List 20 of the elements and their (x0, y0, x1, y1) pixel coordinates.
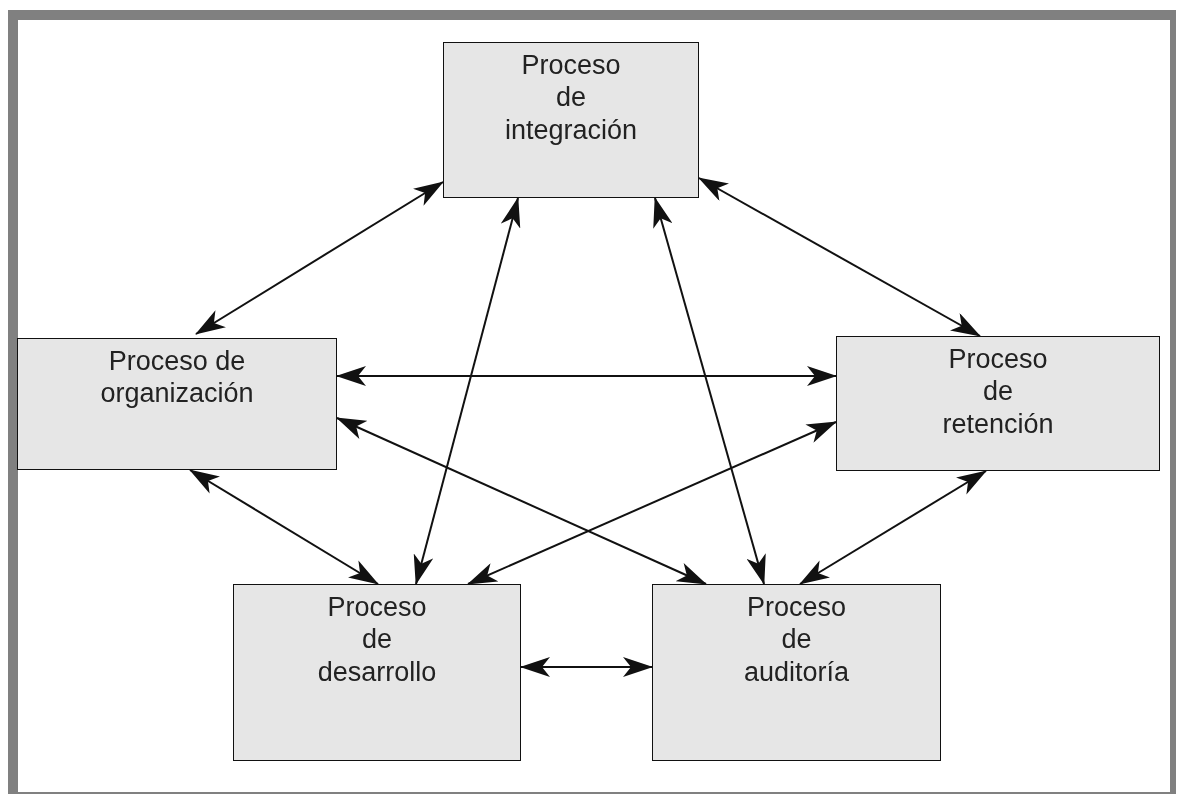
process-box (652, 584, 941, 761)
process-label: Proceso de auditoría (743, 591, 850, 689)
process-label: Proceso de retención (942, 343, 1054, 441)
process-box (443, 42, 699, 198)
process-label: Proceso de organización (100, 345, 254, 410)
double-arrow (467, 421, 837, 585)
double-arrow (336, 366, 837, 386)
process-label: Proceso de integración (504, 49, 638, 147)
double-arrow (799, 470, 987, 585)
process-label: Proceso de desarrollo (317, 591, 437, 689)
process-box (836, 336, 1160, 471)
double-arrow (189, 469, 379, 585)
double-arrow (520, 657, 653, 677)
double-arrow (698, 177, 981, 337)
double-arrow (653, 197, 766, 585)
double-arrow (195, 181, 444, 335)
process-box (17, 338, 337, 470)
process-box (233, 584, 521, 761)
double-arrow (413, 197, 521, 585)
double-arrow (336, 417, 707, 585)
